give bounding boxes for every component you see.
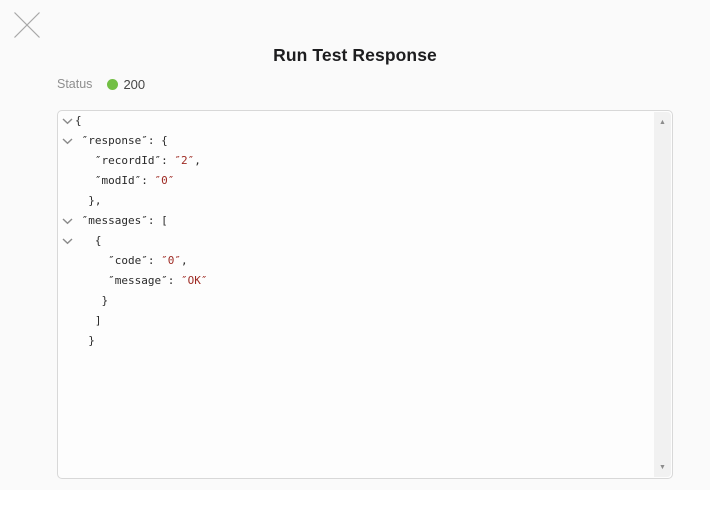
json-code-text: }	[75, 334, 95, 347]
json-line: ]	[62, 311, 654, 331]
close-icon	[14, 12, 40, 38]
json-content: { ″response″: { ″recordId″: ″2″, ″modId″…	[58, 111, 654, 478]
json-response-viewer[interactable]: { ″response″: { ″recordId″: ″2″, ″modId″…	[57, 110, 673, 479]
json-line: ″messages″: [	[62, 211, 654, 231]
run-test-response-modal: Run Test Response Status 200 { ″response…	[12, 10, 673, 479]
json-code-text: ″recordId″: ″2″,	[75, 154, 201, 167]
chevron-down-icon[interactable]	[62, 131, 75, 151]
status-ok-dot-icon	[107, 78, 119, 90]
json-line: }	[62, 291, 654, 311]
json-line: }	[62, 331, 654, 351]
chevron-down-icon[interactable]	[62, 111, 75, 131]
json-line: },	[62, 191, 654, 211]
scrollbar[interactable]: ▲ ▼	[654, 112, 671, 477]
json-line: {	[62, 231, 654, 251]
json-code-text: },	[75, 194, 102, 207]
json-line: ″code″: ″0″,	[62, 251, 654, 271]
gutter-spacer	[62, 171, 75, 191]
json-code-text: ]	[75, 314, 102, 327]
json-code-text: ″response″: {	[75, 134, 168, 147]
json-line: ″message″: ″OK″	[62, 271, 654, 291]
status-label: Status	[57, 77, 93, 91]
json-code-text: {	[75, 114, 82, 127]
gutter-spacer	[62, 151, 75, 171]
json-code-text: ″message″: ″OK″	[75, 274, 208, 287]
scroll-down-arrow-icon[interactable]: ▼	[659, 463, 666, 471]
gutter-spacer	[62, 331, 75, 351]
json-code-text: ″code″: ″0″,	[75, 254, 188, 267]
gutter-spacer	[62, 311, 75, 331]
status-row: Status 200	[57, 76, 146, 92]
json-code-text: ″messages″: [	[75, 214, 168, 227]
json-line: {	[62, 111, 654, 131]
gutter-spacer	[62, 271, 75, 291]
gutter-spacer	[62, 251, 75, 271]
close-button[interactable]	[12, 10, 42, 40]
page-title: Run Test Response	[273, 45, 437, 65]
json-line: ″modId″: ″0″	[62, 171, 654, 191]
json-code-text: ″modId″: ″0″	[75, 174, 175, 187]
json-line: ″response″: {	[62, 131, 654, 151]
json-code-text: }	[75, 294, 109, 307]
json-line: ″recordId″: ″2″,	[62, 151, 654, 171]
chevron-down-icon[interactable]	[62, 231, 75, 251]
scroll-up-arrow-icon[interactable]: ▲	[659, 118, 666, 126]
gutter-spacer	[62, 191, 75, 211]
status-badge: 200	[123, 76, 146, 92]
json-code-text: {	[75, 234, 102, 247]
gutter-spacer	[62, 291, 75, 311]
chevron-down-icon[interactable]	[62, 211, 75, 231]
